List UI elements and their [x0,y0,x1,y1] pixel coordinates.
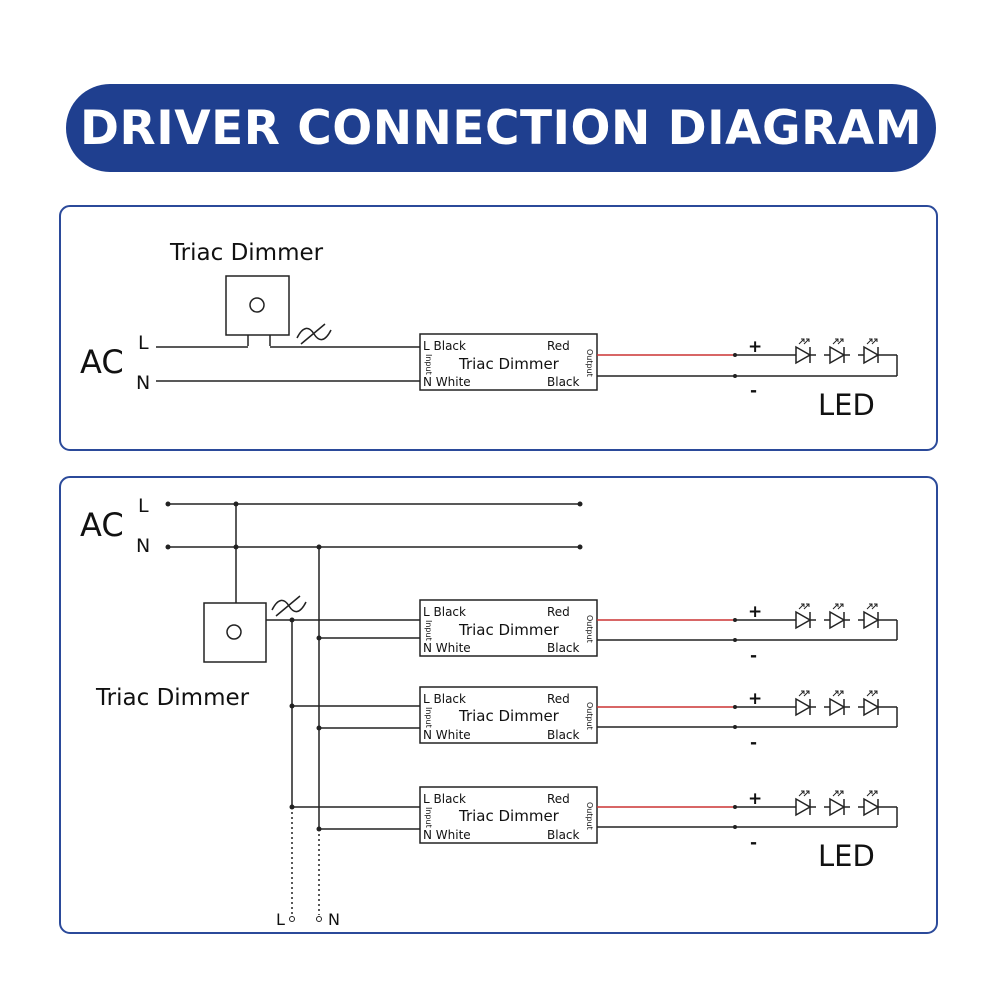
p2-l-label: L [138,495,149,517]
p1-led-string-icon [790,339,884,363]
page-title: DRIVER CONNECTION DIAGRAM [80,100,922,156]
driver-output-label: Output [585,802,594,830]
p1-plus: + [748,337,762,357]
p2-led-label: LED [818,839,875,873]
driver-n-white: N White [423,728,471,742]
p2-plus-1: + [748,602,762,622]
driver-n-white: N White [423,828,471,842]
p1-led-label: LED [818,388,875,422]
driver-red: Red [547,692,570,706]
driver-name: Triac Dimmer [458,621,560,639]
p1-l-label: L [138,332,149,354]
p2-minus-1: - [750,646,757,666]
driver-input-label: Input [424,807,433,828]
p2-led-string-1-icon [790,604,884,628]
driver-name: Triac Dimmer [458,707,560,725]
p2-dimmer-box [203,602,267,663]
driver-output-label: Output [585,349,594,377]
p2-plus-2: + [748,689,762,709]
driver-input-label: Input [424,354,433,375]
p1-ac-label: AC [80,343,124,381]
p1-driver: L Black N White Triac Dimmer Red Black I… [419,333,598,391]
p1-dimmer-box [225,275,290,336]
p2-dimmer-wave-icon [271,595,307,617]
driver-red: Red [547,792,570,806]
p2-bottom-n: N [328,910,340,929]
p2-plus-3: + [748,789,762,809]
p2-driver-3: L Black N White Triac Dimmer Red Black I… [419,786,598,844]
driver-input-label: Input [424,707,433,728]
driver-black: Black [547,375,580,389]
driver-name: Triac Dimmer [458,355,560,373]
p2-dimmer-label: Triac Dimmer [95,685,250,711]
p2-led-string-2-icon [790,691,884,715]
p2-n-label: N [136,535,150,557]
driver-l-black: L Black [423,792,466,806]
panel-parallel [59,476,938,934]
p2-ac-label: AC [80,506,124,544]
driver-l-black: L Black [423,692,466,706]
p2-minus-3: - [750,833,757,853]
p1-dimmer-label: Triac Dimmer [169,240,324,266]
driver-black: Black [547,728,580,742]
driver-black: Black [547,641,580,655]
driver-input-label: Input [424,620,433,641]
p2-driver-2: L Black N White Triac Dimmer Red Black I… [419,686,598,744]
p2-driver-1: L Black N White Triac Dimmer Red Black I… [419,599,598,657]
driver-red: Red [547,605,570,619]
driver-black: Black [547,828,580,842]
p2-dimmer-knob-icon [226,624,242,640]
driver-n-white: N White [423,641,471,655]
driver-output-label: Output [585,615,594,643]
p2-led-string-3-icon [790,791,884,815]
p1-dimmer-wave-icon [296,323,332,345]
driver-l-black: L Black [423,605,466,619]
p2-bottom-l: L [276,910,285,929]
driver-name: Triac Dimmer [458,807,560,825]
driver-red: Red [547,339,570,353]
panel-single [59,205,938,451]
p1-minus: - [750,381,757,401]
driver-n-white: N White [423,375,471,389]
p2-minus-2: - [750,733,757,753]
title-banner: DRIVER CONNECTION DIAGRAM [66,84,936,172]
driver-output-label: Output [585,702,594,730]
p1-dimmer-knob-icon [249,297,265,313]
driver-l-black: L Black [423,339,466,353]
p1-n-label: N [136,372,150,394]
